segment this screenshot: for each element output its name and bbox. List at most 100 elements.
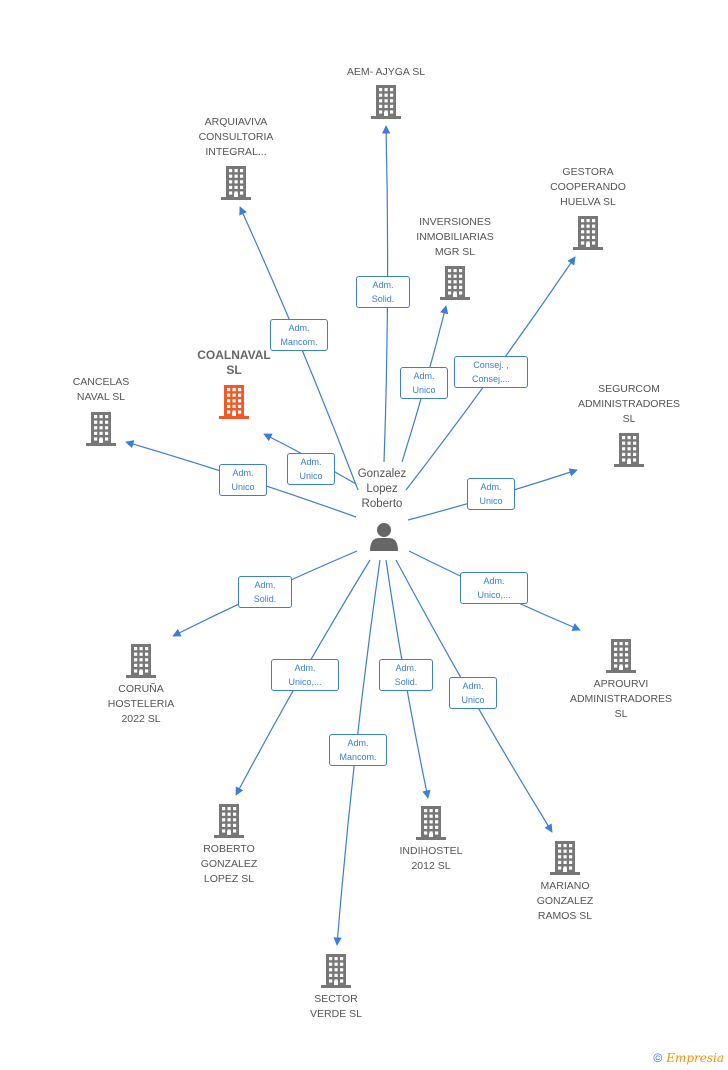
edge-label-line: Mancom. (280, 337, 318, 347)
edge-label-line: Adm. (413, 371, 435, 381)
edge-label-line: Adm. (300, 457, 322, 467)
company-label-segurcom[interactable]: SEGURCOM ADMINISTRADORES SL (554, 382, 704, 427)
edge-label-gestora[interactable]: Consej. , Consej.... (454, 356, 528, 388)
edge-label-arquiaviva[interactable]: Adm. Mancom. (269, 319, 329, 351)
building-icon[interactable] (371, 85, 401, 119)
edge-label-line: Adm. (232, 468, 254, 478)
company-label-line: MARIANO (540, 880, 590, 892)
company-label-cancelas[interactable]: CANCELAS NAVAL SL (26, 375, 176, 405)
company-label-indihostel[interactable]: INDIHOSTEL 2012 SL (356, 844, 506, 874)
person-icon[interactable] (370, 523, 398, 551)
company-label-line: ADMINISTRADORES (569, 693, 673, 705)
edge-label-line: Adm. (480, 482, 502, 492)
company-label-line: SECTOR (314, 993, 358, 1005)
company-label-line: SL (226, 363, 242, 377)
edge-label-line: Unico,... (288, 677, 322, 687)
company-label-line: ADMINISTRADORES (577, 398, 681, 410)
brand-name: Empresia (666, 1051, 724, 1065)
building-icon[interactable] (440, 266, 470, 300)
company-label-line: 2012 SL (411, 860, 451, 872)
company-label-line: LOPEZ SL (203, 873, 255, 885)
company-label-line: APROURVI (593, 678, 649, 690)
company-label-line: AEM- AJYGA SL (346, 66, 426, 78)
company-label-line: SL (614, 708, 628, 720)
edge-label-line: Unico (231, 482, 255, 492)
company-label-line: HOSTELERIA (107, 698, 175, 710)
building-icon[interactable] (416, 806, 446, 840)
building-icon[interactable] (614, 433, 644, 467)
person-name-line: Lopez (366, 483, 398, 495)
company-label-line: GONZALEZ (536, 895, 594, 907)
building-icon[interactable] (214, 804, 244, 838)
company-label-line: INMOBILIARIAS (416, 231, 494, 243)
edge-label-line: Consej.... (471, 374, 511, 384)
company-label-line: INDIHOSTEL (399, 845, 463, 857)
edge-label-cancelas[interactable]: Adm. Unico (219, 464, 267, 496)
edge-label-line: Unico (479, 496, 503, 506)
company-label-line: GONZALEZ (200, 858, 258, 870)
company-label-line: CONSULTORIA (198, 131, 274, 143)
company-label-arquiaviva[interactable]: ARQUIAVIVA CONSULTORIA INTEGRAL... (161, 115, 311, 160)
edge-label-roberto[interactable]: Adm. Unico,... (270, 659, 340, 691)
edge-label-line: Adm. (462, 681, 484, 691)
company-label-line: HUELVA SL (560, 196, 616, 208)
edge-label-line: Unico (461, 695, 485, 705)
edge-label-segurcom[interactable]: Adm. Unico (467, 478, 515, 510)
edge-label-coruna[interactable]: Adm. Solid. (238, 576, 292, 608)
edge-label-line: Solid. (371, 294, 395, 304)
edge-label-line: Adm. (254, 580, 276, 590)
edge-label-mariano[interactable]: Adm. Unico (449, 677, 497, 709)
building-icon[interactable] (321, 954, 351, 988)
company-label-line: INVERSIONES (419, 216, 491, 228)
company-label-line: INTEGRAL... (205, 146, 267, 158)
person-name-line: Gonzalez (357, 468, 407, 480)
company-label-line: ROBERTO (203, 843, 255, 855)
edge-label-line: Adm. (294, 663, 316, 673)
company-label-line: SEGURCOM (598, 383, 660, 395)
edge-label-line: Solid. (253, 594, 277, 604)
building-icon[interactable] (550, 841, 580, 875)
edge-label-inversiones[interactable]: Adm. Unico (400, 367, 448, 399)
building-icon[interactable] (606, 639, 636, 673)
edge-label-line: Adm. (288, 323, 310, 333)
edge-label-line: Unico,... (477, 590, 511, 600)
copyright-symbol: © (653, 1051, 663, 1065)
company-label-aprourvi[interactable]: APROURVI ADMINISTRADORES SL (546, 677, 696, 722)
edge-label-coalnaval[interactable]: Adm. Unico (287, 453, 335, 485)
edge-label-line: Adm. (395, 663, 417, 673)
company-label-line: SL (622, 413, 636, 425)
company-label-line: RAMOS SL (537, 910, 593, 922)
building-icon[interactable] (126, 644, 156, 678)
company-label-mariano[interactable]: MARIANO GONZALEZ RAMOS SL (490, 879, 640, 924)
company-label-roberto[interactable]: ROBERTO GONZALEZ LOPEZ SL (154, 842, 304, 887)
edge-label-line: Mancom. (339, 752, 377, 762)
edge-label-sector[interactable]: Adm.Mancom. (328, 734, 388, 766)
edge-label-aprourvi[interactable]: Adm.Unico,... (459, 572, 529, 604)
company-label-line: ARQUIAVIVA (204, 116, 268, 128)
company-label-gestora[interactable]: GESTORA COOPERANDO HUELVA SL (513, 165, 663, 210)
edge-label-line: Consej. , (473, 360, 509, 370)
building-icon[interactable] (219, 385, 249, 419)
company-label-line: COALNAVAL (197, 348, 271, 362)
company-label-line: VERDE SL (310, 1008, 362, 1020)
company-label-sector[interactable]: SECTOR VERDE SL (261, 992, 411, 1022)
building-icon[interactable] (573, 216, 603, 250)
company-label-line: GESTORA (562, 166, 614, 178)
edge-label-indihostel[interactable]: Adm.Solid. (379, 659, 433, 691)
building-icon[interactable] (221, 166, 251, 200)
edge-label-aem[interactable]: Adm. Solid. (356, 276, 410, 308)
company-label-line: NAVAL SL (76, 391, 126, 403)
company-label-inversiones[interactable]: INVERSIONES INMOBILIARIAS MGR SL (380, 215, 530, 260)
company-label-line: CANCELAS (72, 376, 130, 388)
company-label-aem[interactable]: AEM- AJYGA SL (311, 65, 461, 80)
company-label-line: CORUÑA (118, 683, 164, 695)
edge-label-line: Unico (412, 385, 436, 395)
edge-label-line: Adm. (372, 280, 394, 290)
building-icon[interactable] (86, 412, 116, 446)
company-label-line: MGR SL (434, 246, 476, 258)
company-label-line: COOPERANDO (550, 181, 626, 193)
edge-label-line: Unico (299, 471, 323, 481)
